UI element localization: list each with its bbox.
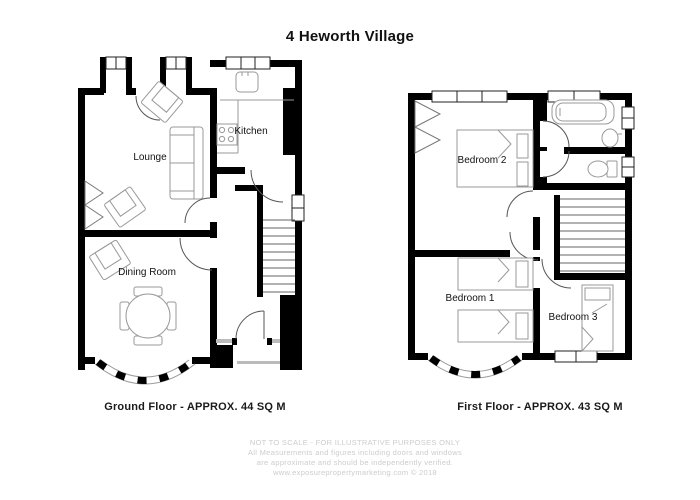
kitchen-label: Kitchen [234,126,267,137]
ground-floor-caption: Ground Floor - APPROX. 44 SQ M [104,401,286,413]
bay-window [427,355,523,379]
toilet-icon [587,160,618,178]
armchair [141,81,183,123]
ground-floor-windows [105,56,305,364]
bedroom1-label: Bedroom 1 [446,293,495,304]
first-floor-walls [408,93,632,360]
ground-floor-walls [78,57,302,370]
page-title: 4 Heworth Village [285,28,415,45]
watermark-line: are approximate and should be independen… [256,458,454,467]
hob-icon [216,123,238,146]
chimney-breast [414,100,442,154]
lounge-label: Lounge [133,152,167,163]
armchair [104,186,146,228]
single-bed [581,284,614,352]
door-arcs [506,120,572,289]
armchair [89,239,131,281]
sofa [169,126,204,200]
watermark-line: www.exposurepropertymarketing.com © 2018 [273,468,437,477]
bedroom2-label: Bedroom 2 [458,155,507,166]
kitchen-fixtures [216,71,294,154]
staircase [560,198,625,272]
fireplace-icon [84,180,104,230]
dining-table [119,286,177,346]
door-arcs [135,95,284,340]
double-bed [456,129,534,188]
first-floor-caption: First Floor - APPROX. 43 SQ M [457,401,623,413]
first-floor-windows [431,90,635,363]
bay-window [94,359,196,385]
watermark: NOT TO SCALE - FOR ILLUSTRATIVE PURPOSES… [155,438,555,478]
room-labels: Bedroom 2 Bedroom 1 Bedroom 3 [446,155,608,323]
sink-icon [235,71,259,93]
room-labels: Lounge Kitchen Dining Room [118,126,268,278]
dining-room-label: Dining Room [118,267,176,278]
watermark-line: NOT TO SCALE - FOR ILLUSTRATIVE PURPOSES… [249,438,461,447]
single-bed [457,257,534,291]
staircase [263,219,295,293]
ground-floor-plan: Lounge Kitchen Dining Room [78,56,305,385]
bathtub [551,99,615,125]
single-bed [457,309,534,343]
bedroom3-label: Bedroom 3 [549,312,598,323]
first-floor-plan: Bedroom 2 Bedroom 1 Bedroom 3 [408,90,635,379]
watermark-line: All Measurements and figures including d… [248,448,462,457]
sink-icon [601,128,622,148]
